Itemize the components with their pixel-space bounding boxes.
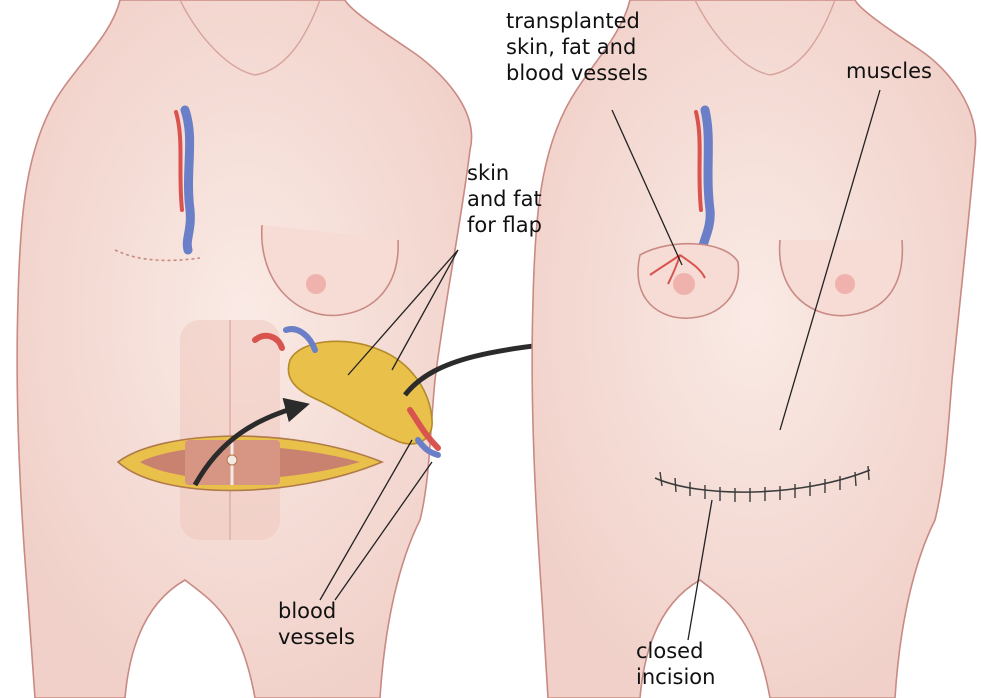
right-torso-body bbox=[532, 0, 975, 698]
label-skin-and-fat: skin and fat for flap bbox=[467, 160, 577, 238]
label-blood-vessels: blood vessels bbox=[278, 598, 388, 650]
label-muscles: muscles bbox=[846, 58, 932, 84]
right-torso bbox=[532, 0, 975, 698]
left-nipple bbox=[306, 274, 326, 294]
label-closed-incision: closed incision bbox=[636, 638, 746, 690]
label-transplanted-tissue: transplanted skin, fat and blood vessels bbox=[506, 8, 696, 86]
reconstructed-nipple bbox=[673, 273, 695, 295]
right-nipple bbox=[835, 274, 855, 294]
left-vein bbox=[185, 110, 190, 250]
